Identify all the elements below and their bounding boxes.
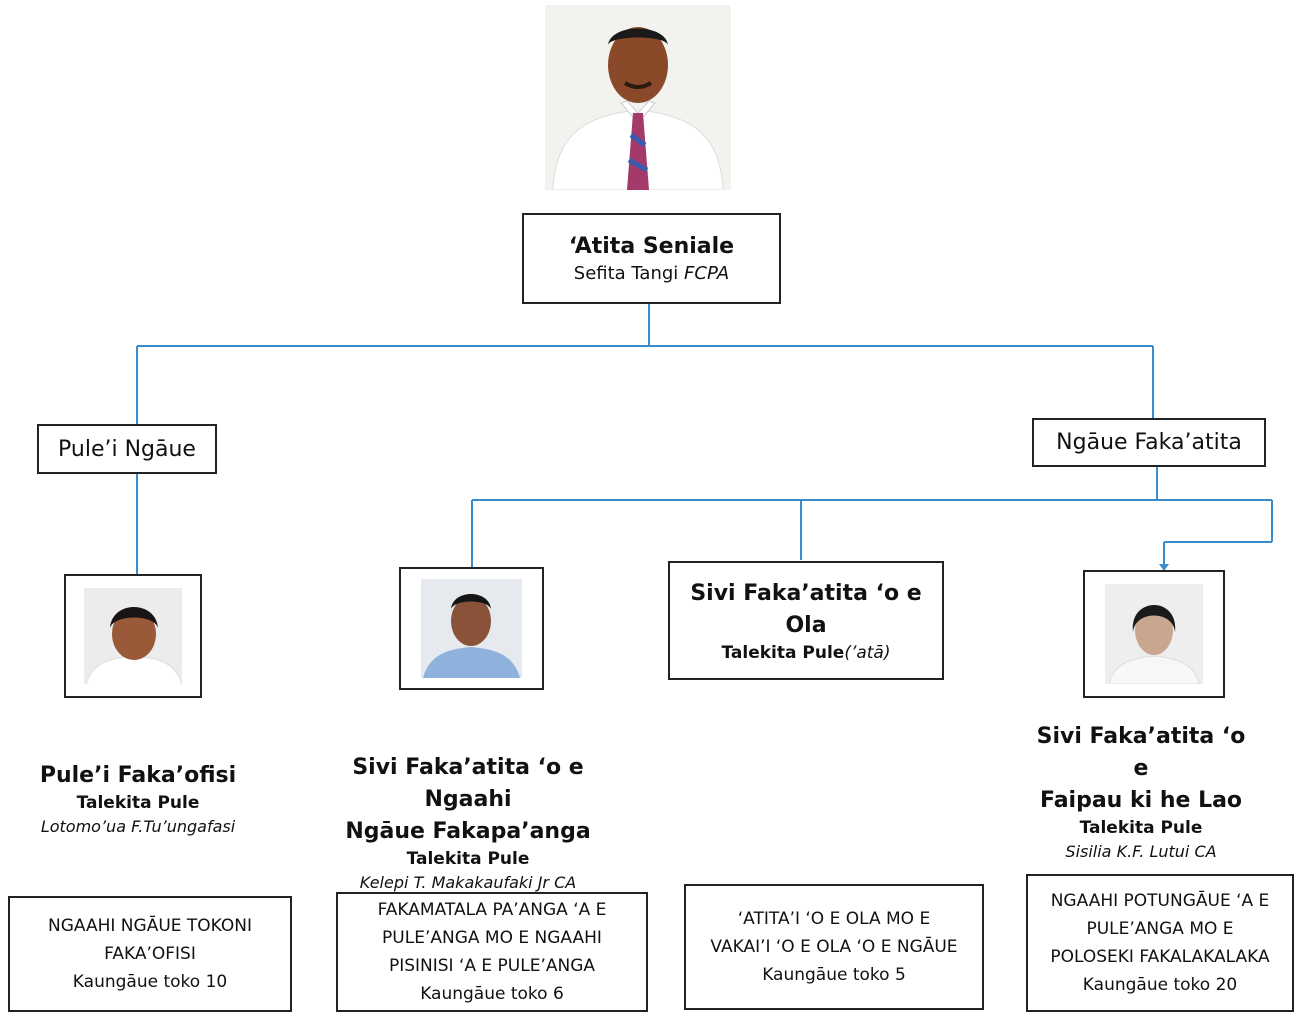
compliance-auditor-name-1: Sivi Faka’atita ‘o e xyxy=(1036,724,1246,781)
management-label: Pule’i Ngāue xyxy=(58,436,196,462)
performance-audit-box: Sivi Faka’atita ‘o e Ola Talekita Pule(’… xyxy=(668,561,944,680)
unit-line: VAKAI’I ‘O E OLA ‘O E NGĀUE xyxy=(710,937,958,957)
office-manager-name: Pule’i Faka’ofisi xyxy=(39,763,237,788)
compliance-auditor-person: Sisilia K.F. Lutui CA xyxy=(1065,842,1217,861)
performance-audit-title: Talekita Pule xyxy=(721,642,845,663)
performance-audit-title-line: Talekita Pule(’atā) xyxy=(722,642,891,664)
unit-staff-count: Kaungāue toko 20 xyxy=(1082,975,1238,995)
unit-box-financial-statements: FAKAMATALA PA’ANGA ‘A E PULE’ANGA MO E N… xyxy=(336,892,648,1012)
unit-line: PULE’ANGA MO E NGAAHI xyxy=(382,928,602,948)
performance-audit-name-1: Sivi Faka’atita ‘o e xyxy=(690,580,922,606)
unit-box-ministries-projects: NGAAHI POTUNGĀUE ‘A E PULE’ANGA MO E POL… xyxy=(1026,874,1294,1012)
finance-auditor-role: Sivi Faka’atita ‘o e Ngaahi Ngāue Fakapa… xyxy=(318,752,618,895)
senior-auditor-credential: FCPA xyxy=(684,262,730,284)
unit-line: NGAAHI POTUNGĀUE ‘A E xyxy=(1050,891,1270,911)
unit-box-performance: ‘ATITA’I ‘O E OLA MO E VAKAI’I ‘O E OLA … xyxy=(684,884,984,1010)
finance-auditor-photo xyxy=(399,567,544,690)
audit-work-box: Ngāue Faka’atita xyxy=(1032,418,1266,467)
office-manager-photo xyxy=(64,574,202,698)
unit-line: POLOSEKI FAKALAKALAKA xyxy=(1050,947,1270,967)
unit-staff-count: Kaungāue toko 5 xyxy=(762,965,906,985)
unit-line: FAKAMATALA PA’ANGA ‘A E xyxy=(377,900,607,920)
finance-auditor-title: Talekita Pule xyxy=(406,849,530,869)
unit-staff-count: Kaungāue toko 10 xyxy=(72,972,228,992)
unit-box-office-support: NGAAHI NGĀUE TOKONI FAKA’OFISI Kaungāue … xyxy=(8,896,292,1012)
audit-work-label: Ngāue Faka’atita xyxy=(1056,430,1242,455)
unit-line: PULE’ANGA MO E xyxy=(1086,919,1234,939)
compliance-auditor-role: Sivi Faka’atita ‘o e Faipau ki he Lao Ta… xyxy=(1030,721,1252,864)
senior-auditor-box: ‘Atita Seniale Sefita Tangi FCPA xyxy=(522,213,781,304)
finance-auditor-name-1: Sivi Faka’atita ‘o e Ngaahi xyxy=(352,755,584,812)
unit-line: PISINISI ‘A E PULE’ANGA xyxy=(388,956,596,976)
director-photo xyxy=(545,5,731,190)
unit-line: ‘ATITA’I ‘O E OLA MO E xyxy=(737,909,931,929)
compliance-auditor-title: Talekita Pule xyxy=(1079,818,1203,838)
finance-auditor-person: Kelepi T. Makakaufaki Jr CA xyxy=(359,873,577,892)
senior-auditor-title: ‘Atita Seniale xyxy=(568,233,735,259)
senior-auditor-name: Sefita Tangi xyxy=(573,262,679,284)
compliance-auditor-photo xyxy=(1083,570,1225,698)
finance-auditor-name-2: Ngāue Fakapa’anga xyxy=(345,819,591,844)
unit-line: FAKA’OFISI xyxy=(104,944,196,964)
office-manager-role: Pule’i Faka’ofisi Talekita Pule Lotomo’u… xyxy=(18,760,258,839)
office-manager-title: Talekita Pule xyxy=(76,793,200,813)
compliance-auditor-name-2: Faipau ki he Lao xyxy=(1039,788,1243,813)
unit-staff-count: Kaungāue toko 6 xyxy=(420,984,564,1004)
senior-auditor-name-line: Sefita Tangi FCPA xyxy=(574,262,729,286)
performance-audit-name-2: Ola xyxy=(785,612,827,638)
office-manager-person: Lotomo’ua F.Tu’ungafasi xyxy=(40,817,236,836)
unit-line: NGAAHI NGĀUE TOKONI xyxy=(47,916,253,936)
performance-audit-vacant: (’atā) xyxy=(844,642,891,663)
management-box: Pule’i Ngāue xyxy=(37,424,217,474)
